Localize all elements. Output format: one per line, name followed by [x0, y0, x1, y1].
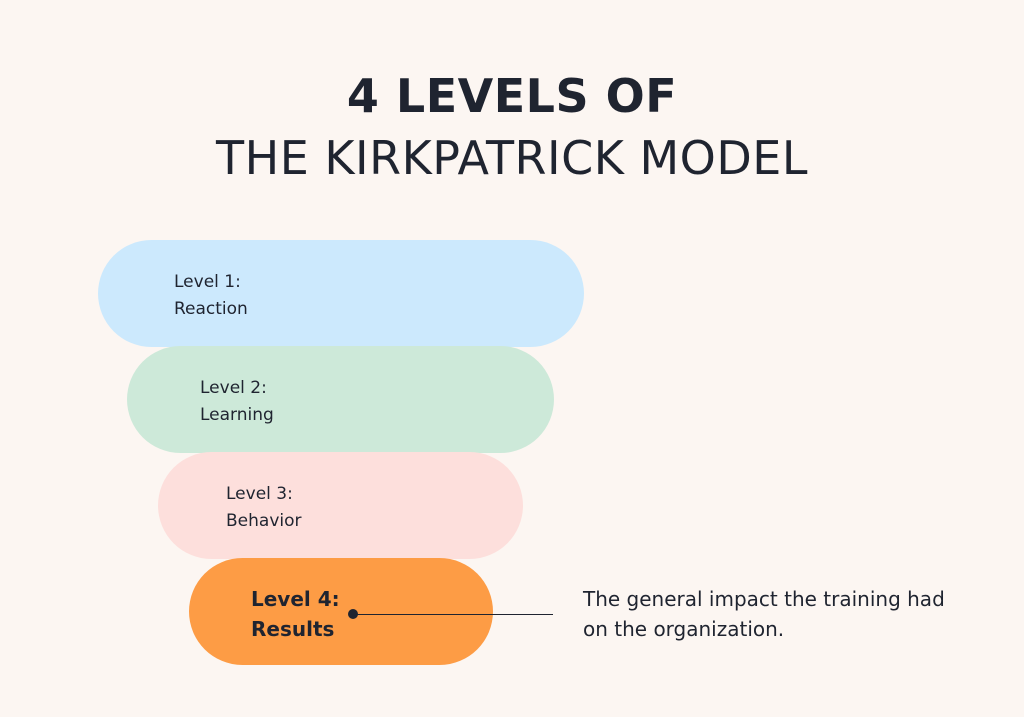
level-3-number: Level 3: [226, 484, 293, 504]
level-4-pill [189, 558, 493, 665]
level-1-number: Level 1: [174, 272, 241, 292]
level-1-pill [98, 240, 584, 347]
level-1-name: Reaction [174, 299, 248, 319]
title-line-2: THE KIRKPATRICK MODEL [216, 131, 808, 185]
level-3-label: Level 3: Behavior [226, 481, 302, 535]
level-3-name: Behavior [226, 511, 302, 531]
level-4-name: Results [251, 617, 335, 641]
level-4-number: Level 4: [251, 587, 340, 611]
callout-connector-dot [348, 609, 358, 619]
title-line-1: 4 LEVELS OF [346, 69, 678, 123]
level-2-pill [127, 346, 554, 453]
callout-connector-line [353, 614, 553, 615]
level-4-description: The general impact the training had on t… [583, 587, 945, 641]
level-2-label: Level 2: Learning [200, 375, 274, 429]
level-4-label: Level 4: Results [251, 584, 340, 644]
level-1-label: Level 1: Reaction [174, 269, 248, 323]
level-2-number: Level 2: [200, 378, 267, 398]
level-2-name: Learning [200, 405, 274, 425]
level-3-pill [158, 452, 523, 559]
